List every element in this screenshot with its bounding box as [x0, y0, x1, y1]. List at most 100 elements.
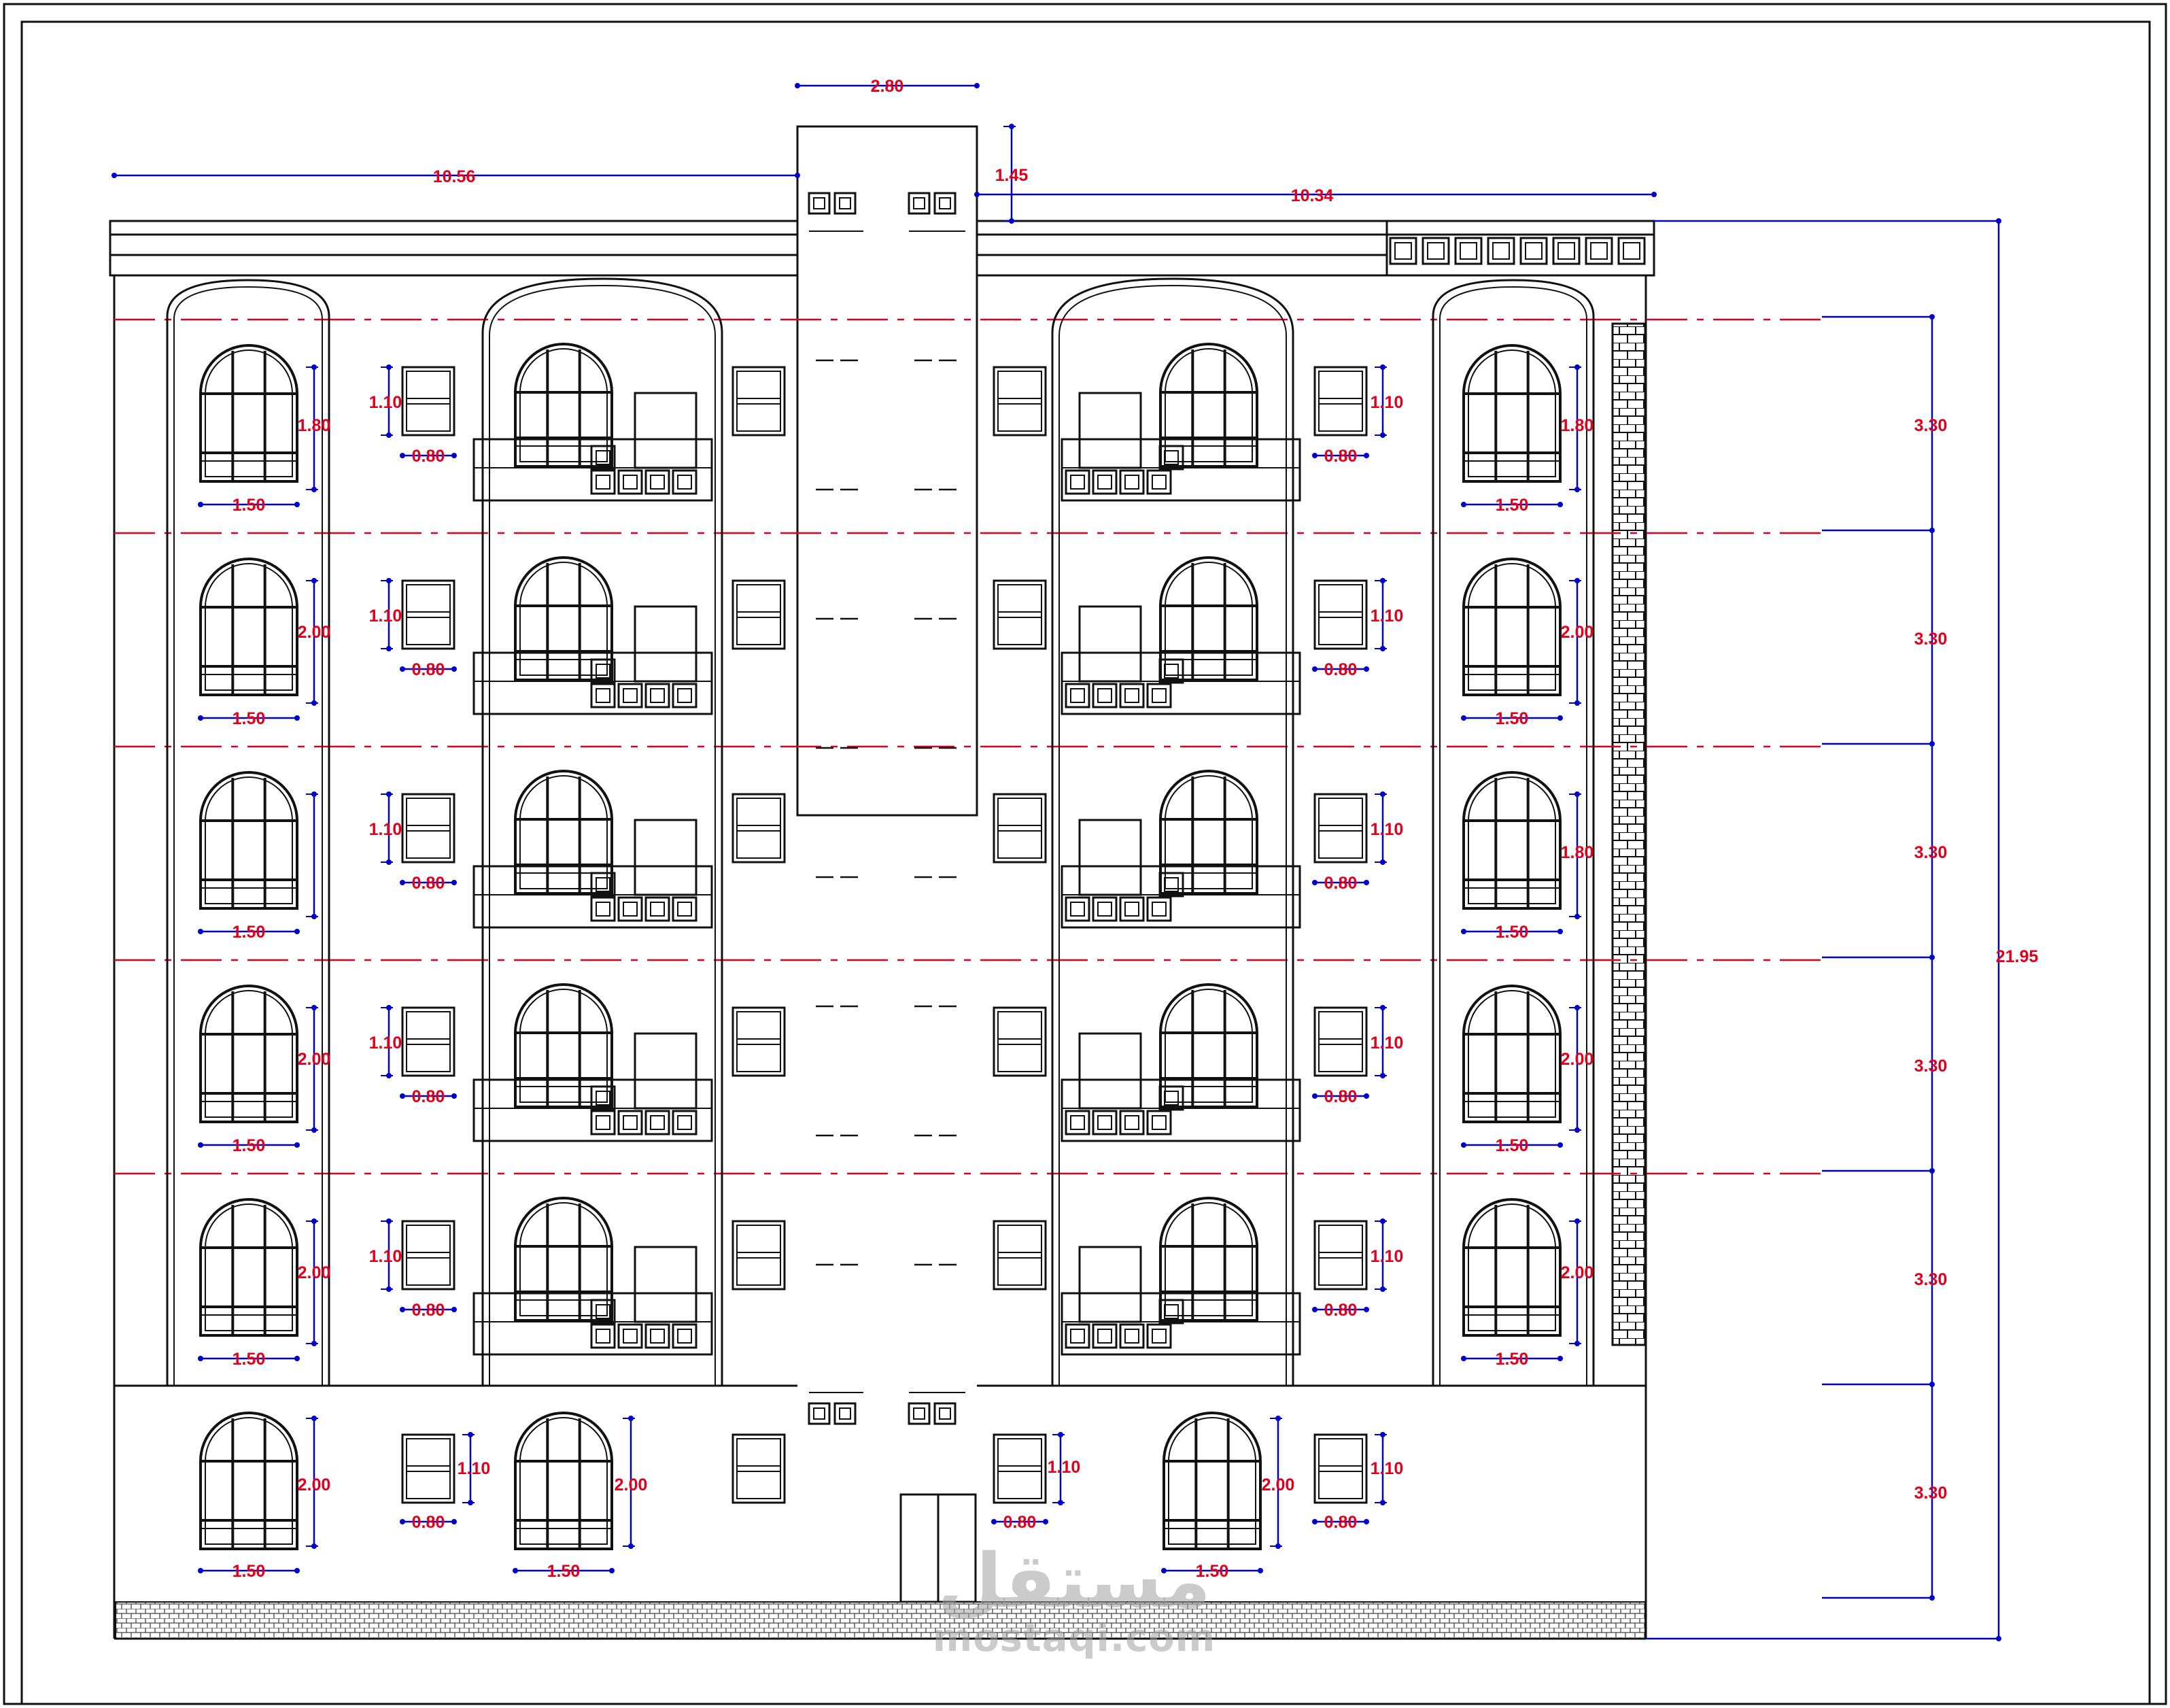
dim-text: 0.80 [412, 447, 445, 466]
dim-text: 1.50 [1496, 923, 1529, 942]
window-glass [406, 1438, 451, 1499]
right-balcony-bay [1051, 277, 1294, 1386]
core-bottom-squares-left [808, 1402, 857, 1425]
ornament-square-inner [913, 1407, 925, 1420]
dim-right-window-width: 1.50 [1461, 496, 1563, 515]
window-glass [519, 775, 608, 889]
window-glass [406, 798, 451, 859]
dim-text: 0.80 [1324, 1301, 1358, 1320]
left-balcony-post [590, 445, 616, 471]
ornament-square-inner [1070, 475, 1085, 490]
window-glass [736, 798, 781, 859]
dim-small-left-height-text: 1.10 [369, 1034, 402, 1053]
small-window-left-outer [401, 793, 455, 864]
right-balcony-squares [1065, 1323, 1172, 1349]
ornament-square-inner [939, 1407, 951, 1420]
window-glass [205, 990, 293, 1118]
ornament-square [617, 683, 643, 708]
window-glass [736, 1438, 781, 1499]
dim-small-right-height-text: 1.10 [1371, 1247, 1404, 1266]
ornament-square-inner [1070, 902, 1085, 917]
ornament-square [644, 896, 670, 922]
ornament-square-inner [596, 450, 610, 465]
ornament-square [590, 445, 616, 471]
dim-ground-small-3-height [1052, 1432, 1065, 1505]
dim-text: 0.80 [412, 660, 445, 679]
dim-tick [1929, 1595, 1935, 1601]
small-window-left-outer [401, 366, 455, 437]
ornament-square [644, 1110, 670, 1135]
ornament-square [1065, 896, 1090, 922]
dim-tick [1461, 929, 1466, 934]
right-balcony-post [1158, 445, 1184, 471]
dim-ground-small-3-width: 0.80 [991, 1513, 1048, 1532]
window-frame [401, 366, 455, 437]
dim-tick [400, 453, 405, 458]
dim-left-window-width: 1.50 [198, 923, 300, 942]
window-frame [199, 1412, 298, 1550]
parapet-squares [1389, 237, 1646, 265]
window-frame [993, 1220, 1047, 1291]
ornament-square-inner [596, 475, 610, 490]
dim-floor-height-6: 3.30 [1914, 1484, 1948, 1503]
right-bay-window [1159, 770, 1258, 895]
window-glass [1165, 1202, 1253, 1316]
window-glass [205, 563, 293, 691]
dim-small-right-height [1375, 1005, 1387, 1078]
dim-small-right-height-text: 1.10 [1371, 1034, 1404, 1053]
window-glass [736, 1225, 781, 1286]
dim-ground-small-1-width: 0.80 [400, 1513, 457, 1532]
window-glass [406, 584, 451, 645]
dim-small-left-height-text: 1.10 [369, 607, 402, 626]
ornament-square-inner [1124, 902, 1139, 917]
window-frame [1159, 343, 1258, 468]
ornament-square [1065, 683, 1090, 708]
dim-small-right-height [1375, 1218, 1387, 1292]
ornament-square-inner [677, 902, 692, 917]
ornament-square [1146, 1323, 1172, 1349]
dim-right-col-height-1: 1.80 [1561, 416, 1594, 435]
ornament-square-inner [1590, 242, 1608, 260]
window-glass [205, 349, 293, 477]
ornament-square [1119, 1323, 1145, 1349]
window-frame [731, 1006, 786, 1077]
right-column-window [1462, 1198, 1562, 1337]
left-bay-door [634, 1032, 698, 1110]
dim-tick [451, 1093, 457, 1099]
ornament-square [1119, 1110, 1145, 1135]
dim-text: 0.80 [412, 1513, 445, 1532]
dim-tick [974, 192, 980, 197]
left-balcony-slab [472, 438, 713, 502]
ornament-square [644, 1323, 670, 1349]
dim-tick [294, 1356, 300, 1361]
right-balcony-slab [1061, 1078, 1301, 1142]
column-outline [1432, 279, 1595, 1386]
left-bay-door [634, 605, 698, 683]
ornament-square-inner [596, 1304, 610, 1319]
dim-right-col-height-5: 2.00 [1561, 1263, 1594, 1282]
dim-ground-small-1-height [462, 1432, 475, 1505]
dim-left-col-height-5: 2.00 [298, 1263, 331, 1282]
watermark-latin: mostaqi.com [932, 1616, 1216, 1660]
window-frame [514, 1412, 613, 1550]
dim-small-left-width: 0.80 [400, 1301, 457, 1320]
ground-small-window-1 [401, 1433, 455, 1504]
window-glass [997, 584, 1042, 645]
dim-text: 1.50 [232, 1350, 266, 1369]
left-balcony-squares [590, 683, 698, 708]
ornament-square-inner [1097, 688, 1112, 703]
right-balcony-post [1158, 1299, 1184, 1325]
dim-tick [1461, 715, 1466, 721]
ornament-square [1552, 237, 1581, 265]
ornament-square [933, 1402, 957, 1425]
ground-small-window-4 [1313, 1433, 1368, 1504]
ornament-square-inner [1070, 1329, 1085, 1344]
dim-tick [451, 453, 457, 458]
dim-text: 0.80 [1324, 447, 1358, 466]
window-glass [406, 1011, 451, 1072]
ornament-square [590, 658, 616, 684]
dim-ground-small-3-height-text: 1.10 [1048, 1458, 1081, 1477]
window-glass [406, 371, 451, 432]
